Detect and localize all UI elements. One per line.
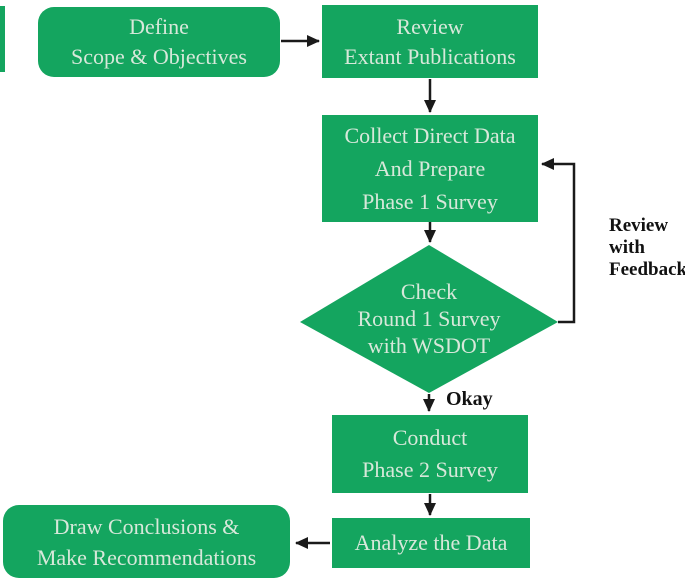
edge-label-review-feedback: Review with Feedback: [609, 215, 685, 281]
edge-label-line: Review: [609, 215, 669, 236]
node-text-line: Analyze the Data: [354, 530, 508, 555]
node-review-publications: Review Extant Publications: [322, 5, 538, 78]
node-text-line: Review: [396, 13, 464, 39]
node-conduct-survey: Conduct Phase 2 Survey: [332, 415, 528, 493]
edge-label-line: Feedback: [609, 259, 685, 280]
node-text-line: Check: [400, 279, 458, 304]
node-text-line: And Prepare: [374, 156, 486, 181]
node-text-line: Collect Direct Data: [344, 123, 516, 148]
node-text-line: Conduct: [392, 425, 468, 450]
node-text-line: Define: [129, 14, 189, 39]
edge-label-line: with: [609, 237, 645, 258]
edge-label-okay: Okay: [446, 388, 493, 410]
node-text-line: Phase 2 Survey: [362, 457, 498, 482]
node-text-line: Draw Conclusions &: [53, 513, 240, 539]
node-draw-conclusions: Draw Conclusions & Make Recommendations: [3, 505, 290, 578]
cutoff-node-fragment: [0, 6, 5, 72]
node-text-line: Scope & Objectives: [71, 44, 247, 69]
node-text-line: with WSDOT: [367, 333, 491, 358]
node-text-line: Phase 1 Survey: [362, 189, 498, 214]
node-analyze-data: Analyze the Data: [332, 518, 530, 568]
node-text-line: Round 1 Survey: [357, 306, 501, 331]
node-text-line: Extant Publications: [344, 43, 516, 69]
node-check-survey-label: Check Round 1 Survey with WSDOT: [309, 278, 549, 359]
node-define-scope: Define Scope & Objectives: [38, 7, 280, 77]
node-text-line: Make Recommendations: [36, 544, 257, 570]
node-collect-data: Collect Direct Data And Prepare Phase 1 …: [322, 115, 538, 222]
